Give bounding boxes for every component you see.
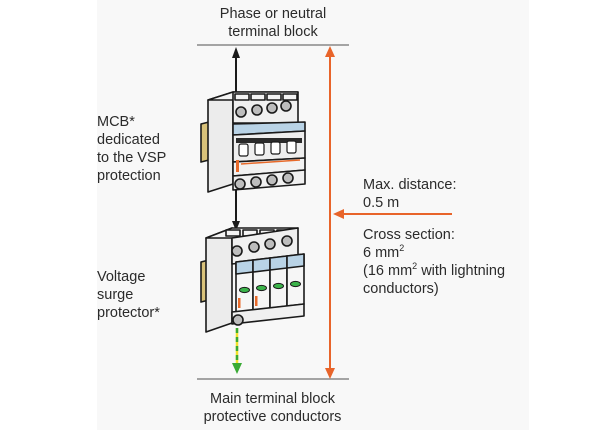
mcb-label-line: dedicated [97,132,160,148]
vsp-label-line: protector* [97,305,160,321]
vsp-label: Voltage surge protector* [97,268,160,322]
mcb-label-line: to the VSP [97,150,167,166]
mcb-label-line: protection [97,168,161,184]
cross-section-value: 6 mm [363,245,400,261]
superscript: 2 [412,261,418,271]
mcb-label-line: MCB* [97,114,135,130]
voltage-surge-protector-icon [200,227,305,333]
distance-label: Max. distance: 0.5 m [363,176,457,212]
cross-section-line2: 6 mm2 [363,244,505,262]
bottom-terminal-label-line2: protective conductors [203,409,342,425]
mcb-device-icon [200,91,306,193]
cross-section-lightning-suffix: with lightning [417,263,506,279]
top-terminal-label-line1: Phase or neutral [219,6,327,22]
earth-wire-arrow [232,328,242,374]
diagram-panel [97,0,529,430]
mcb-to-vsp-wire-arrow [232,190,240,231]
cross-section-lightning-prefix: (16 mm [363,263,413,279]
vsp-label-line: surge [97,287,134,303]
distance-dimension-arrow [325,46,335,379]
vsp-label-line: Voltage [97,269,146,285]
bottom-terminal-label-line1: Main terminal block [210,391,335,407]
bottom-terminal-label: Main terminal block protective conductor… [165,390,380,426]
top-terminal-label: Phase or neutral terminal block [178,5,368,41]
cross-section-line1: Cross section: [363,227,455,243]
top-terminal-label-line2: terminal block [228,24,318,40]
distance-label-line2: 0.5 m [363,195,400,211]
cross-section-label: Cross section: 6 mm2 (16 mm2 with lightn… [363,226,505,298]
cross-section-pointer-arrow [333,209,452,219]
distance-label-line1: Max. distance: [363,177,457,193]
cross-section-line3: (16 mm2 with lightning [363,262,505,280]
superscript: 2 [399,243,405,253]
cross-section-line4: conductors) [363,281,439,297]
mcb-label: MCB* dedicated to the VSP protection [97,113,166,185]
